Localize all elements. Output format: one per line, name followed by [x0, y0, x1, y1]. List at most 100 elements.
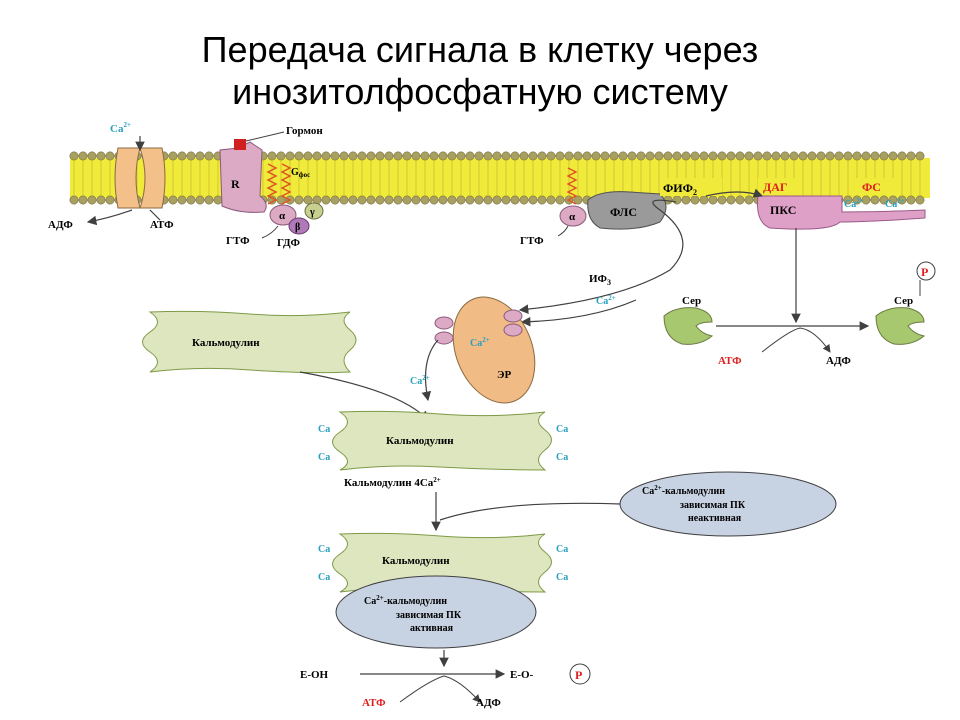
lipid-head	[420, 151, 430, 161]
kinase-active-line1: Ca2+-кальмодулин	[364, 594, 447, 607]
lipid-head	[195, 195, 205, 205]
gtp-exchange-line	[261, 225, 279, 239]
pkc-body	[757, 195, 926, 230]
lipid-head	[627, 151, 637, 161]
receptor-label: R	[231, 177, 240, 191]
slide-title-line-2: инозитолфосфатную систему	[232, 71, 728, 112]
g-beta-subunit	[288, 217, 310, 235]
lipid-head	[645, 151, 655, 161]
lipid-head	[843, 151, 853, 161]
calmodulin-complex-label: Кальмодулин 4Ca2+	[344, 476, 441, 489]
lipid-head	[708, 151, 718, 161]
plc-g-alpha	[559, 205, 587, 227]
pip2-to-dag-arrow	[705, 188, 764, 198]
pip2-label: ФИФ2	[663, 181, 697, 197]
lipid-head	[825, 151, 835, 161]
lipid-head	[915, 195, 925, 205]
kinase-inactive-line3: неактивная	[688, 513, 742, 524]
ca-site-2: Ca	[318, 452, 330, 463]
ca-site-3: Ca	[556, 424, 568, 435]
lipid-head	[393, 195, 403, 205]
lipid-head	[699, 151, 709, 161]
gtp-label-1: ГТФ	[226, 235, 250, 247]
lipid-head	[546, 151, 556, 161]
lipid-head	[393, 151, 403, 161]
lipid-head	[96, 195, 106, 205]
lipid-head	[798, 151, 808, 161]
lipid-head	[528, 195, 538, 205]
lipid-head	[618, 151, 628, 161]
lipid-head	[186, 195, 196, 205]
lipid-head	[384, 195, 394, 205]
lipid-head	[492, 151, 502, 161]
lipid-head	[573, 151, 583, 161]
lipid-head	[591, 151, 601, 161]
channel-ca-label: Ca2+	[110, 121, 131, 135]
lipid-head	[717, 151, 727, 161]
dag-label: ДАГ	[763, 180, 788, 194]
lipid-head	[834, 151, 844, 161]
lipid-head	[690, 151, 700, 161]
lipid-head	[204, 195, 214, 205]
er-ca-release-arrow	[421, 339, 439, 402]
lipid-head	[321, 195, 331, 205]
lipid-head	[852, 151, 862, 161]
lipid-head	[501, 151, 511, 161]
lipid-head	[195, 151, 205, 161]
lipid-head	[456, 151, 466, 161]
channel-adp-arrow	[86, 209, 133, 226]
lipid-head	[816, 151, 826, 161]
kinase-inactive-line1: Ca2+-кальмодулин	[642, 484, 725, 497]
lipid-head	[870, 195, 880, 205]
serine-product-shape	[875, 307, 926, 345]
lipid-head	[717, 195, 727, 205]
lipid-head	[168, 151, 178, 161]
lipid-head	[402, 195, 412, 205]
lipid-head	[744, 195, 754, 205]
ca-site-6: Ca	[318, 572, 330, 583]
lipid-head	[339, 151, 349, 161]
channel-adp-label: АДФ	[48, 219, 73, 231]
protein-kinase-c: ПКС Ca2+ Ca2+	[757, 195, 926, 230]
lipid-head	[411, 151, 421, 161]
lipid-head	[294, 151, 304, 161]
lipid-head	[465, 195, 475, 205]
phosphate-label-right: P	[921, 265, 928, 279]
receptor-body	[219, 141, 267, 213]
lipid-head	[555, 195, 565, 205]
lipid-head	[357, 151, 367, 161]
lipid-head	[357, 195, 367, 205]
lipid-head	[366, 151, 376, 161]
lipid-head	[348, 151, 358, 161]
ca-site-8: Ca	[556, 572, 568, 583]
atp-label-right: АТФ	[718, 355, 742, 367]
lipid-head	[105, 195, 115, 205]
calmodulin-free-shape	[142, 310, 357, 374]
lipid-head	[402, 151, 412, 161]
calmodulin-active-shape	[332, 532, 552, 593]
lipid-head	[348, 195, 358, 205]
lipid-head	[906, 151, 916, 161]
ca-site-4: Ca	[556, 452, 568, 463]
adp-label-bottom: АДФ	[476, 697, 501, 709]
lipid-head	[663, 151, 673, 161]
lipid-head	[465, 151, 475, 161]
ps-label: ФС	[862, 180, 881, 194]
g-gamma-label: γ	[309, 207, 315, 218]
lipid-head	[177, 195, 187, 205]
er-ca-label: Ca2+	[470, 336, 490, 349]
lipid-head	[447, 195, 457, 205]
g-protein-receptor: Gфос α γ β ГТФ ГДФ	[226, 163, 324, 249]
lipid-head	[915, 151, 925, 161]
calmodulin-free-label: Кальмодулин	[192, 337, 260, 349]
lipid-head	[483, 195, 493, 205]
lipid-head	[339, 195, 349, 205]
lipid-head	[78, 195, 88, 205]
lipid-head	[204, 151, 214, 161]
lipid-head	[726, 151, 736, 161]
lipid-head	[303, 151, 313, 161]
lipid-head	[87, 195, 97, 205]
ps-box	[856, 178, 896, 195]
slide-title-line-1: Передача сигнала в клетку через	[201, 29, 759, 70]
